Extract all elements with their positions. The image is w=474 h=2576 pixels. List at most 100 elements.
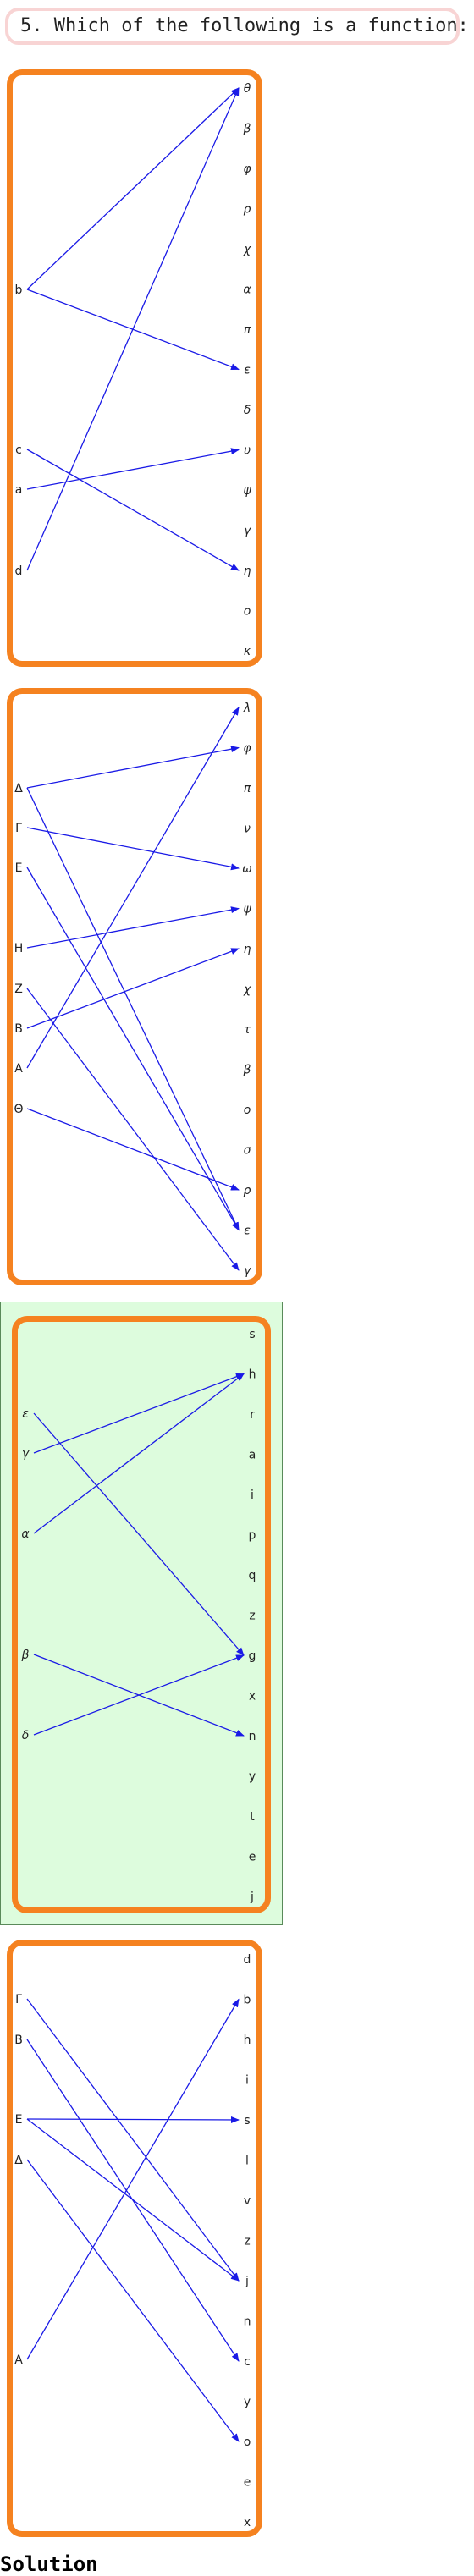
codomain-label: j <box>245 2275 249 2288</box>
codomain-label: ν <box>244 823 251 836</box>
codomain-label: π <box>244 323 251 337</box>
codomain-label: a <box>249 1449 256 1462</box>
codomain-label: t <box>250 1810 255 1824</box>
domain-label: Δ <box>14 2154 23 2167</box>
mapping-panel-1-content: b c a d θ β φ ρ χ α π ε δ υ ψ γ η ο κ <box>15 82 252 658</box>
domain-label: c <box>15 443 22 457</box>
domain-label: B <box>14 2034 23 2047</box>
domain-label: α <box>21 1527 30 1541</box>
codomain-label: l <box>245 2155 249 2168</box>
codomain-label: τ <box>244 1023 251 1037</box>
codomain-label: χ <box>243 983 251 997</box>
mapping-panel-2 <box>7 688 262 1285</box>
mapping-arrow <box>33 1373 245 1534</box>
codomain-label: h <box>249 1368 256 1382</box>
mapping-arrow <box>33 1412 245 1656</box>
domain-label: b <box>15 283 23 297</box>
mapping-arrow <box>26 448 240 490</box>
mapping-arrow <box>26 449 240 571</box>
codomain-label: ψ <box>243 903 251 916</box>
domain-label: E <box>15 2113 23 2127</box>
codomain-label: n <box>244 2315 251 2329</box>
codomain-label: ο <box>244 605 251 619</box>
codomain-label: α <box>243 283 251 297</box>
domain-label: β <box>21 1649 30 1662</box>
codomain-label: ω <box>242 862 252 876</box>
mapping-arrow <box>26 707 240 1069</box>
codomain-label: q <box>249 1569 256 1582</box>
mapping-arrow <box>33 1654 245 1736</box>
codomain-label: υ <box>244 444 251 458</box>
mapping-arrow <box>26 787 240 1231</box>
codomain-label: n <box>249 1730 256 1743</box>
codomain-label: v <box>244 2194 251 2208</box>
codomain-label: η <box>244 564 251 578</box>
mapping-arrow <box>26 87 240 571</box>
codomain-label: β <box>243 1064 251 1077</box>
codomain-label: d <box>244 1953 251 1967</box>
domain-label: d <box>15 564 23 578</box>
codomain-label: β <box>243 123 251 136</box>
domain-label: Δ <box>14 782 23 795</box>
codomain-label: χ <box>243 243 251 256</box>
mapping-arrow <box>26 867 240 1231</box>
codomain-label: c <box>244 2355 251 2369</box>
mapping-arrow <box>33 1373 245 1454</box>
mapping-panel-1 <box>7 69 262 667</box>
domain-label: Θ <box>14 1103 23 1116</box>
codomain-label: π <box>244 782 251 795</box>
codomain-label: s <box>244 2114 250 2127</box>
codomain-label: x <box>249 1690 256 1704</box>
mapping-arrow <box>26 1998 240 2282</box>
domain-label: A <box>14 2353 23 2367</box>
domain-label: a <box>15 483 23 497</box>
codomain-label: ρ <box>244 1184 251 1197</box>
codomain-label: i <box>251 1489 254 1502</box>
codomain-label: η <box>244 943 251 956</box>
domain-label: E <box>15 861 23 875</box>
codomain-label: g <box>249 1649 256 1663</box>
codomain-label: ο <box>244 1104 251 1117</box>
codomain-label: z <box>249 1610 255 1623</box>
codomain-label: δ <box>244 404 251 417</box>
codomain-label: x <box>244 2516 251 2529</box>
codomain-label: κ <box>244 645 251 658</box>
mapping-arrow <box>26 948 240 1029</box>
domain-label: Z <box>14 983 23 996</box>
domain-label: δ <box>22 1729 30 1742</box>
mapping-arrow <box>26 2116 240 2123</box>
domain-label: Γ <box>15 1993 22 2006</box>
codomain-label: z <box>244 2235 250 2248</box>
codomain-label: φ <box>243 162 251 176</box>
mapping-arrow <box>26 1998 240 2360</box>
mapping-arrow <box>26 2118 240 2282</box>
mapping-arrow <box>26 906 240 949</box>
codomain-label: γ <box>244 525 251 538</box>
mapping-panel-4 <box>7 1940 262 2537</box>
codomain-label: e <box>249 1851 256 1864</box>
mapping-arrow <box>26 988 240 1271</box>
codomain-label: e <box>244 2476 251 2490</box>
mapping-arrow <box>26 2159 240 2442</box>
codomain-label: λ <box>243 702 251 715</box>
domain-label: A <box>14 1062 23 1076</box>
codomain-label: ε <box>244 364 251 377</box>
solution-label: Solution <box>0 2552 98 2576</box>
codomain-label: r <box>250 1408 255 1422</box>
codomain-label: σ <box>244 1144 252 1158</box>
codomain-label: j <box>250 1891 254 1904</box>
codomain-label: θ <box>244 82 251 96</box>
codomain-label: φ <box>243 742 251 756</box>
codomain-label: o <box>244 2436 251 2449</box>
domain-label: γ <box>22 1447 30 1461</box>
codomain-label: ρ <box>244 203 251 217</box>
codomain-label: γ <box>244 1264 251 1278</box>
codomain-label: b <box>244 1994 251 2007</box>
domain-label: B <box>14 1022 23 1036</box>
codomain-label: ψ <box>243 484 251 498</box>
mapping-arrow <box>26 87 240 290</box>
